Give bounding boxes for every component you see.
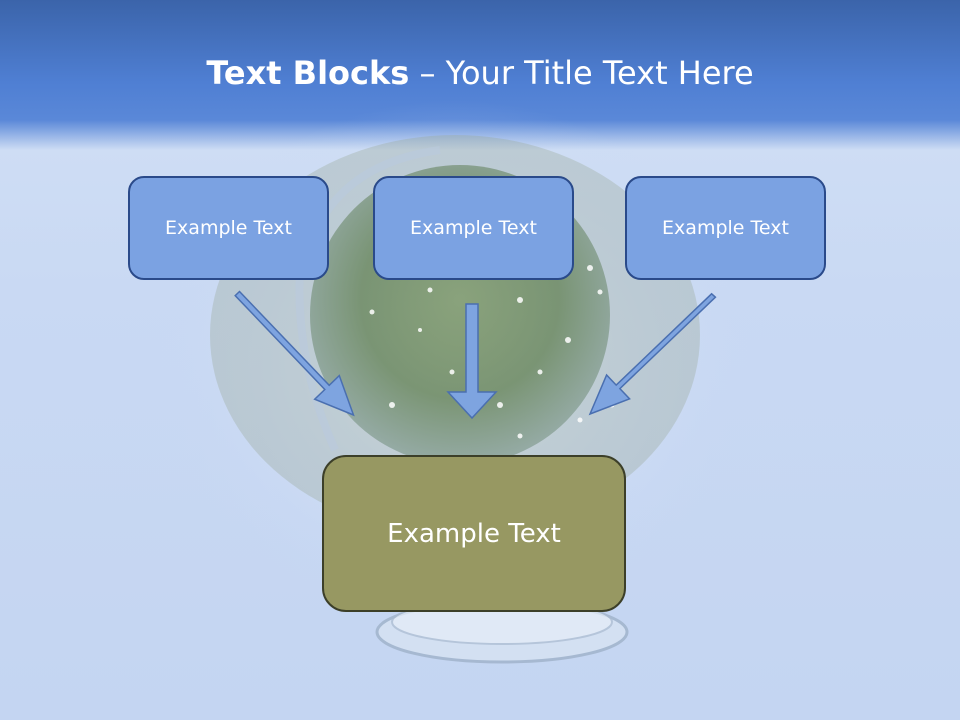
title-rest: Your Title Text Here (445, 54, 754, 92)
source-box-2: Example Text (373, 176, 574, 280)
source-box-1-label: Example Text (165, 217, 292, 239)
source-box-3-label: Example Text (662, 217, 789, 239)
arrow-left-diagonal (234, 290, 355, 417)
arrow-middle-down (446, 303, 498, 420)
title-bold-part: Text Blocks (206, 54, 410, 92)
source-box-2-label: Example Text (410, 217, 537, 239)
target-box-label: Example Text (387, 518, 561, 549)
slide-title: Text Blocks – Your Title Text Here (0, 54, 960, 92)
source-box-3: Example Text (625, 176, 826, 280)
arrow-right-diagonal (588, 292, 717, 416)
source-box-1: Example Text (128, 176, 329, 280)
target-box: Example Text (322, 455, 626, 612)
title-dash: – (409, 54, 446, 92)
